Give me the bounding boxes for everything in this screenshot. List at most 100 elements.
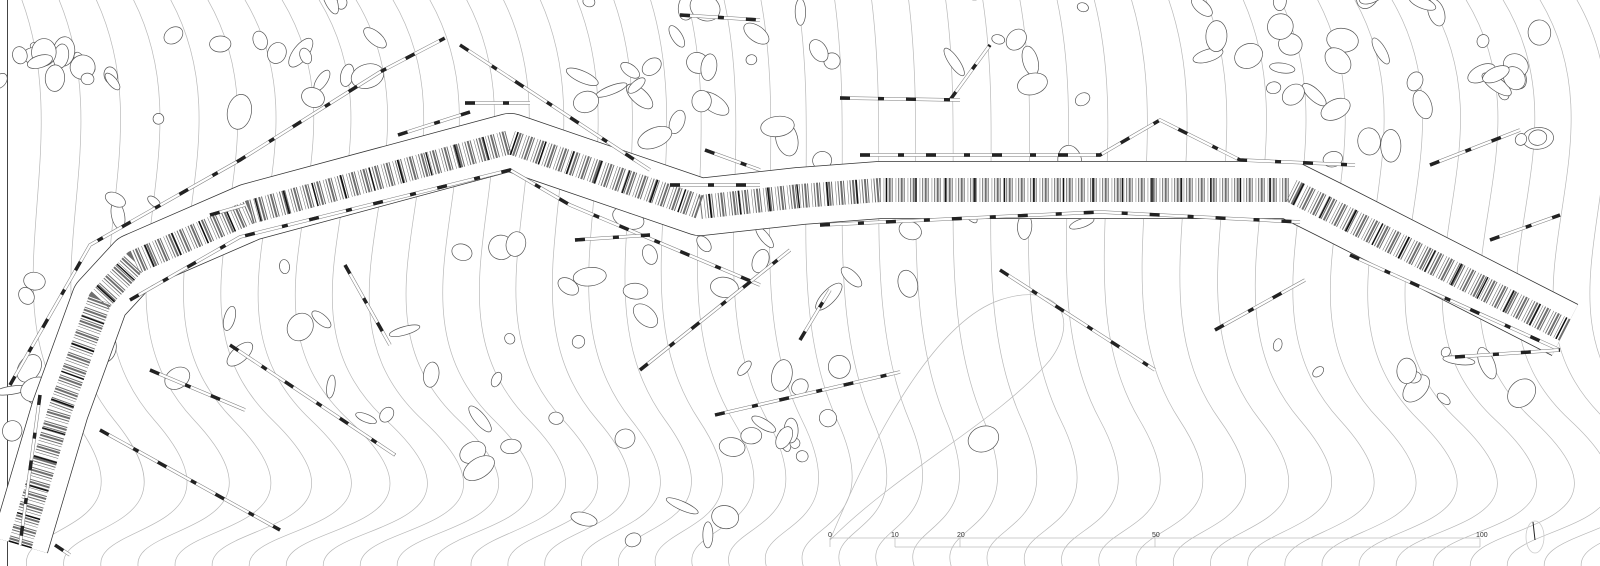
rock-outline [12,46,28,65]
barrier-line-fill [229,344,396,456]
rock-outlines [0,0,1554,549]
rock-outline [1017,72,1048,96]
rock-outline [0,73,8,90]
contour-line [429,0,534,566]
rock-outline [252,30,268,51]
rock-outline [388,324,421,338]
barrier-line-dashes [704,148,761,172]
scale-label-10: 10 [891,532,899,539]
barrier-line-dashes [8,36,446,386]
rock-outline [279,259,290,275]
rock-outline [745,54,758,66]
rock-outline [463,455,495,481]
rock-outline [1380,129,1402,163]
rock-outline [1358,0,1390,5]
rock-outline [595,82,628,98]
dashed-barrier-lines [8,13,1561,557]
rock-outline [1482,65,1510,84]
scale-label-50: 50 [1152,532,1160,539]
rock-outline [451,243,473,261]
rock-outline [505,231,527,257]
rock-outline [557,277,579,296]
barrier-line-fill [149,368,246,412]
contour-line [1168,0,1246,566]
rock-outline [1396,357,1417,384]
scale-label-100: 100 [1476,532,1488,539]
rock-outline [1528,129,1548,146]
contour-line [1391,0,1498,566]
rock-outline [326,374,336,399]
rock-outline [1476,34,1490,48]
contour-line [207,0,313,566]
contour-line [982,0,1038,566]
contour-line [1465,0,1575,566]
rock-outline [1357,127,1381,156]
rock-outline [321,0,339,15]
rock-outline [991,34,1006,45]
rock-outline [1312,366,1325,378]
rock-outline [1514,133,1528,146]
contour-line [834,0,887,566]
rock-outline [1406,71,1424,92]
rock-outline [226,94,252,130]
rock-outline [571,335,586,349]
north-arrow-icon [1525,520,1545,554]
rock-outline [272,0,298,2]
rock-outline [775,426,794,450]
barrier-line-fill [574,233,651,242]
contour-line [1428,0,1537,566]
rock-outline [1281,83,1305,106]
rock-outline [2,420,23,442]
barrier-line-fill [1429,128,1521,167]
rock-outline [771,359,793,392]
contour-lines [21,0,1600,566]
barrier-line-dashes [798,289,832,341]
rock-outline [379,406,395,423]
rock-outline [760,115,795,138]
rock-outline [1266,81,1282,95]
contour-line [1019,0,1078,566]
rock-outline [943,47,965,77]
barrier-line-dashes [860,118,1356,167]
barrier-line-fill [999,268,1156,372]
rock-outline [668,25,686,48]
rock-outline [311,310,332,329]
rock-outline [565,67,599,86]
rock-outline [840,266,863,288]
rock-outline [468,405,492,433]
rock-outline [1436,392,1451,405]
rock-outline [794,0,806,26]
barrier-line-dashes [129,168,761,302]
scale-bar [829,537,1481,548]
rock-outline [490,371,503,388]
rock-outline [1272,0,1287,12]
rock-outline [718,437,746,457]
barrier-line-fill [639,249,791,371]
rock-outline [163,26,184,45]
rock-outline [1005,28,1027,51]
rock-outline [1507,378,1537,408]
barrier-line-fill [1214,278,1306,332]
rock-outline [696,235,712,253]
rock-outline [1477,347,1497,380]
rock-outline [819,409,837,428]
contour-line [133,0,230,566]
rock-outline [548,411,564,425]
contour-line [392,0,500,566]
contour-line [355,0,465,566]
rock-outline [1324,47,1352,75]
contour-line [170,0,272,566]
contour-line [95,0,188,566]
barrier-line-dashes [209,203,246,217]
contour-line [1279,0,1375,566]
rock-outline [827,355,851,379]
contour-line [908,0,960,566]
contour-line [1576,0,1600,566]
rock-outline [299,47,313,65]
barrier-line-fill [839,96,961,102]
barrier-line-dashes [99,428,281,532]
contour-line [1205,0,1289,566]
contour-line [871,0,923,566]
barrier-line-dashes [679,13,761,22]
rock-outline [1440,346,1451,358]
